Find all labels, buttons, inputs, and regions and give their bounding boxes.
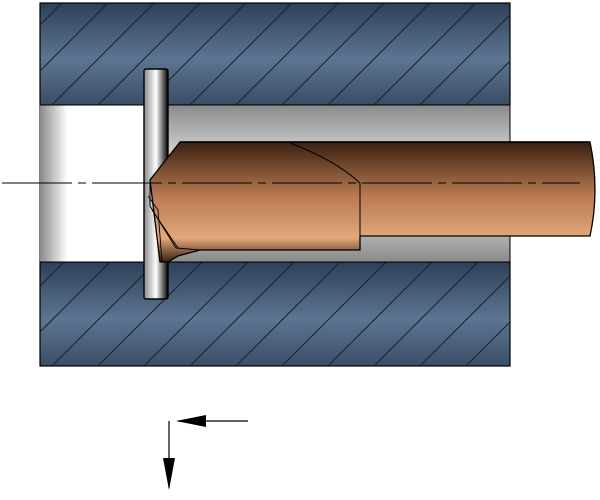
hatch-line: [189, 262, 295, 366]
hatch-line: [51, 262, 157, 366]
hatch-line: [512, 262, 600, 366]
hatch-line: [327, 3, 431, 105]
hatch-line: [97, 3, 201, 105]
hatch-line: [558, 262, 600, 366]
hatch-line: [51, 3, 155, 105]
feed-direction-arrow-left-icon: [176, 415, 248, 427]
hatch-line: [40, 262, 111, 333]
hatch-line: [97, 262, 203, 366]
hatch-line: [235, 262, 341, 366]
grooving-tool: [147, 141, 596, 263]
hatch-line: [281, 3, 385, 105]
hatch-line: [40, 3, 63, 26]
hatch-line: [373, 3, 477, 105]
hatch-line: [419, 14, 510, 105]
hatch-lines-upper: [40, 3, 600, 105]
feed-direction-arrow-down-icon: [163, 421, 175, 490]
hatch-line: [465, 60, 510, 105]
hatch-line: [419, 275, 510, 366]
hatch-line: [40, 3, 109, 72]
hatch-line: [512, 3, 600, 105]
hatch-line: [327, 262, 433, 366]
hatch-line: [189, 3, 293, 105]
hatch-line: [281, 262, 387, 366]
workpiece-upper-section: [39, 2, 600, 106]
hatch-line: [235, 3, 339, 105]
hatch-line: [40, 262, 65, 287]
hatch-lines-lower: [40, 262, 600, 366]
hatch-line: [465, 321, 510, 366]
hatch-line: [143, 262, 249, 366]
hatch-line: [558, 3, 600, 105]
hatch-line: [373, 262, 479, 366]
workpiece-lower-section: [39, 261, 600, 367]
